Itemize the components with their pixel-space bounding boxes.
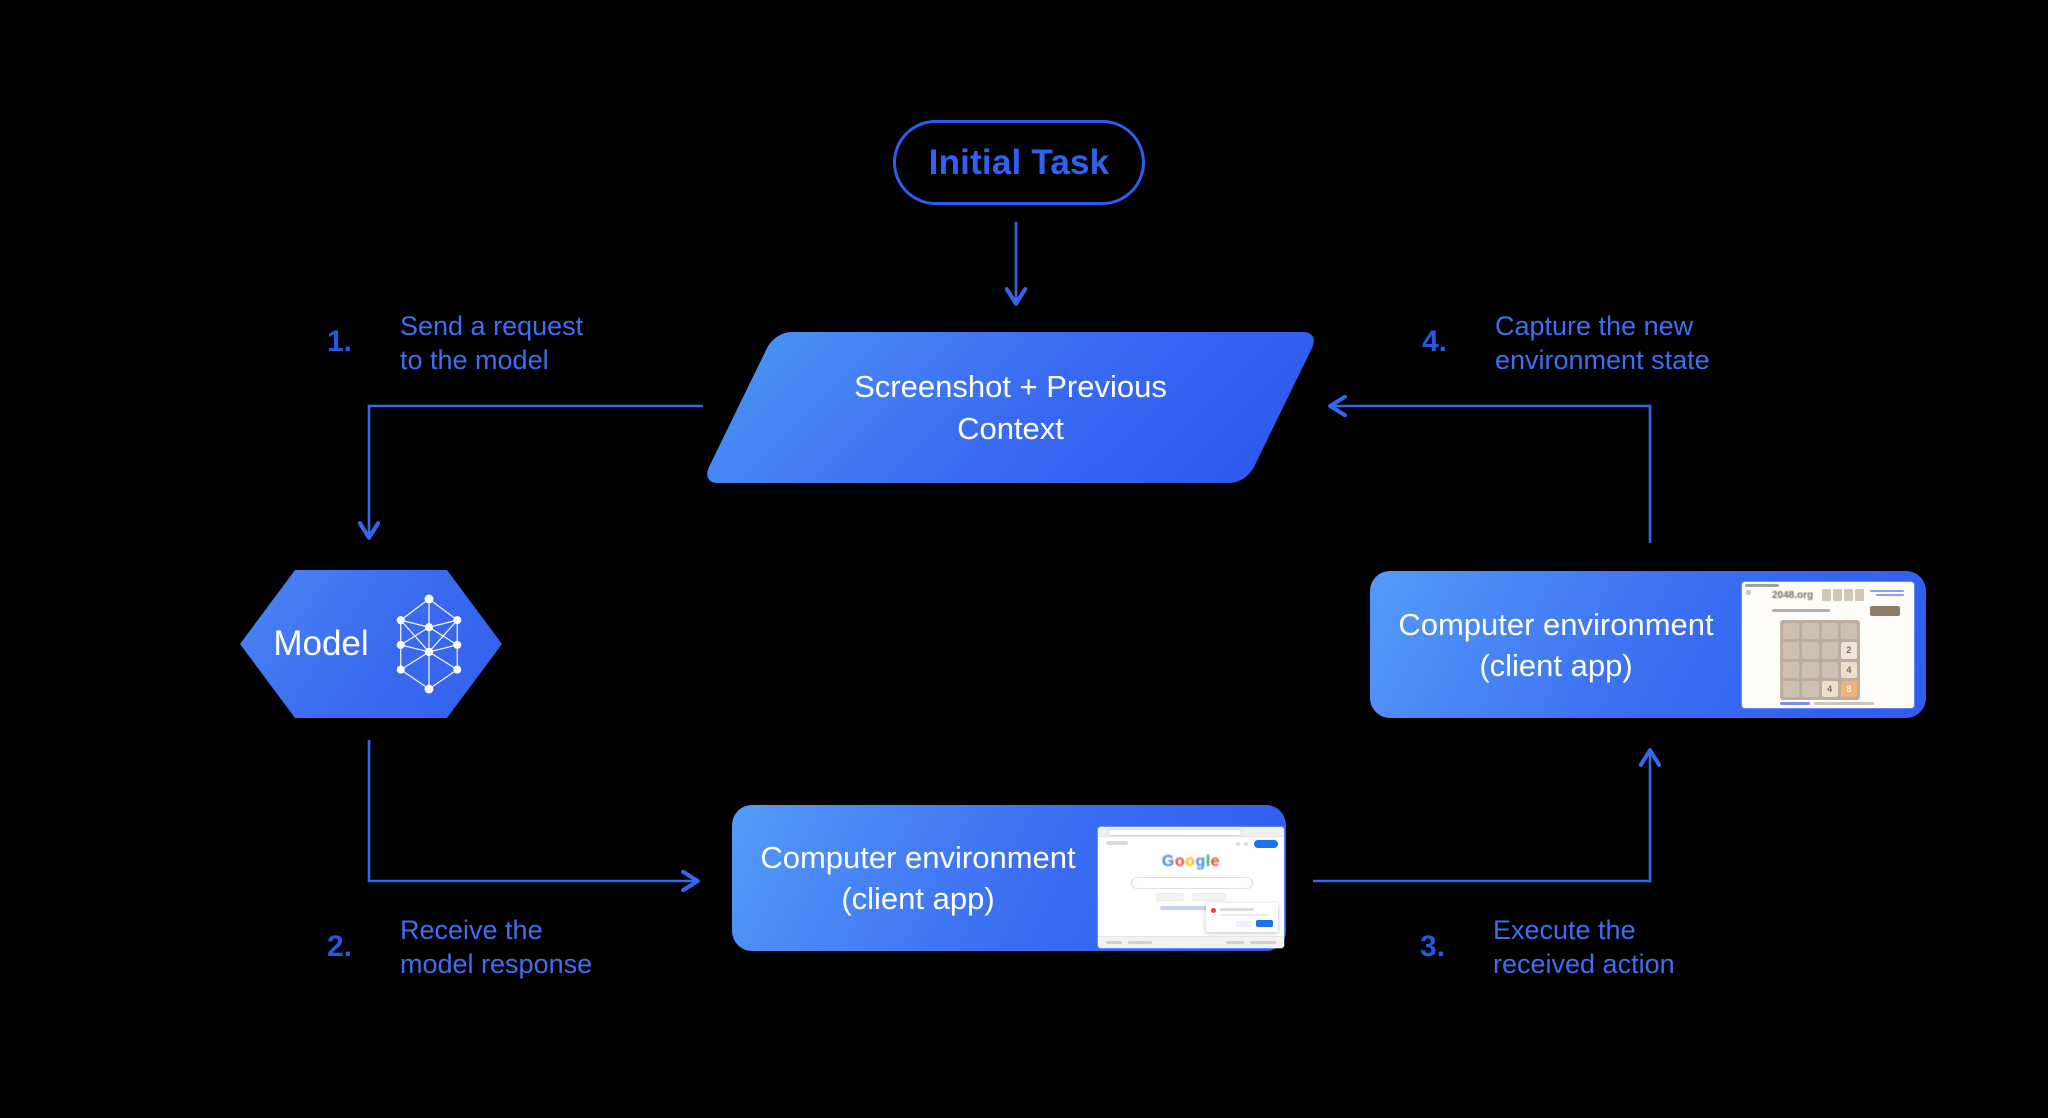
score-box <box>1833 589 1842 601</box>
step-2-line1: Receive the <box>400 915 543 945</box>
model-node: Model <box>240 570 502 718</box>
grid-cell <box>1840 623 1857 640</box>
grid-cell <box>1802 661 1819 678</box>
screenshot-context-line2: Context <box>957 410 1064 446</box>
site-title: 2048.org <box>1772 590 1814 601</box>
step-3-line2: received action <box>1493 949 1675 979</box>
env-right-line1: Computer environment <box>1398 606 1714 642</box>
step-1-line2: to the model <box>400 345 549 375</box>
tile-2: 2 <box>1840 642 1857 659</box>
tile-4: 4 <box>1821 680 1838 697</box>
env-bottom-line2: (client app) <box>841 881 995 916</box>
step-3-line1: Execute the <box>1493 915 1636 945</box>
arrow-environment-to-environment <box>1313 752 1650 883</box>
grid-cell <box>1802 623 1819 640</box>
step-4-label: Capture the new environment state <box>1495 309 1710 377</box>
dialog-g-icon <box>1211 908 1216 913</box>
dialog-text-blob <box>1220 908 1254 911</box>
grid-cell <box>1821 642 1838 659</box>
step-1-number: 1. <box>327 325 353 358</box>
arrow-model-to-environment <box>367 740 696 881</box>
logo-letter: o <box>1185 853 1196 870</box>
google-logo: Google <box>1098 853 1284 871</box>
logo-letter: e <box>1210 853 1221 870</box>
browser-footer <box>1098 936 1284 948</box>
grid-cell <box>1821 661 1838 678</box>
step-3-label: Execute the received action <box>1493 913 1675 981</box>
grid-cell <box>1783 680 1800 697</box>
computer-environment-right-label: Computer environment (client app) <box>1370 571 1742 718</box>
initial-task-label: Initial Task <box>928 142 1110 182</box>
env-right-line2: (client app) <box>1479 647 1633 683</box>
arrow-context-to-model <box>369 404 703 536</box>
computer-environment-right-node: Computer environment (client app) 2048.o… <box>1370 571 1926 718</box>
instruction-text-blob <box>1772 609 1830 612</box>
screenshot-context-label: Screenshot + Previous Context <box>738 332 1283 483</box>
grid-cell <box>1802 642 1819 659</box>
env-bottom-line1: Computer environment <box>760 840 1076 875</box>
model-label: Model <box>273 624 369 663</box>
step-2-label: Receive the model response <box>400 913 592 981</box>
profile-dot <box>1244 842 1248 846</box>
tile-8: 8 <box>1840 680 1857 697</box>
favicon-blob <box>1746 590 1751 595</box>
logo-letter: l <box>1205 853 1211 870</box>
dialog-text-blob <box>1220 914 1268 916</box>
score-box <box>1822 589 1831 601</box>
step-4-number: 4. <box>1422 325 1448 358</box>
grid-cell <box>1783 661 1800 678</box>
footer-link-blob <box>1128 941 1152 944</box>
game-grid: 2 4 4 8 <box>1780 620 1860 700</box>
step-3-number: 3. <box>1420 930 1446 963</box>
footer-link-blob <box>1226 941 1244 944</box>
tab-title-blob <box>1745 584 1779 587</box>
bottom-text-blob <box>1814 702 1874 705</box>
footer-link-blob <box>1106 941 1122 944</box>
grid-cell <box>1783 623 1800 640</box>
step-1-line1: Send a request <box>400 311 584 341</box>
dialog-primary-button-blob <box>1256 920 1273 927</box>
screenshot-context-line1: Screenshot + Previous <box>854 368 1167 404</box>
computer-environment-bottom-node: Computer environment (client app) Google <box>732 805 1286 951</box>
browser-toolbar <box>1098 827 1284 837</box>
logo-letter: g <box>1195 853 1206 870</box>
menu-dot <box>1236 842 1240 846</box>
top-link-blob <box>1876 594 1904 596</box>
step-4-line1: Capture the new <box>1495 311 1694 341</box>
neural-network-icon <box>396 594 461 694</box>
sign-in-dialog <box>1206 903 1278 932</box>
grid-cell <box>1821 623 1838 640</box>
tile-4: 4 <box>1840 661 1857 678</box>
arrow-environment-to-context <box>1332 406 1652 543</box>
language-link-blob <box>1160 906 1222 910</box>
grid-cell <box>1783 642 1800 659</box>
step-2-line2: model response <box>400 949 593 979</box>
top-link-blob <box>1870 590 1904 592</box>
browser-screenshot-thumbnail: Google <box>1098 827 1284 948</box>
lucky-button-blob <box>1192 893 1226 901</box>
game-2048-screenshot-thumbnail: 2048.org 2 4 <box>1742 582 1914 708</box>
logo-letter: G <box>1161 853 1175 870</box>
new-game-button-blob <box>1870 606 1900 616</box>
step-1-label: Send a request to the model <box>400 309 583 377</box>
dialog-secondary-button-blob <box>1236 921 1252 927</box>
search-box <box>1131 877 1253 889</box>
logo-letter: o <box>1174 853 1186 870</box>
address-bar <box>1108 829 1242 836</box>
bookmarks-blob <box>1106 841 1128 845</box>
grid-cell <box>1802 680 1819 697</box>
initial-task-node: Initial Task <box>893 120 1145 205</box>
step-2-number: 2. <box>327 930 353 963</box>
computer-environment-bottom-label: Computer environment (client app) <box>732 805 1104 951</box>
footer-link-blob <box>1250 941 1276 944</box>
bottom-link-blob <box>1780 702 1810 705</box>
score-box <box>1844 589 1853 601</box>
search-button-blob <box>1156 893 1184 901</box>
score-box <box>1855 589 1864 601</box>
sign-in-button-blob <box>1254 840 1278 848</box>
step-4-line2: environment state <box>1495 345 1710 375</box>
